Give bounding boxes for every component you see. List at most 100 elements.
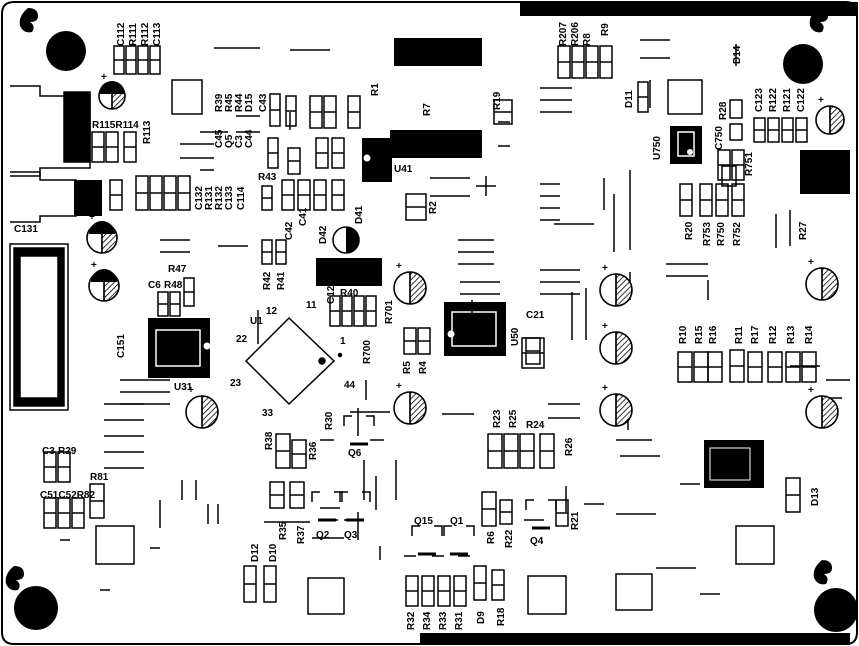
label-c43: C43 — [258, 93, 269, 112]
capacitor-plus: + — [396, 381, 402, 392]
label-r11: R11 — [734, 326, 745, 344]
label-p11: 11 — [306, 300, 317, 311]
label-r38: R38 — [264, 431, 275, 450]
label-r13: R13 — [786, 325, 797, 344]
label-r4: R4 — [418, 361, 429, 374]
label-r113: R113 — [142, 120, 153, 144]
mounting-holes — [14, 31, 858, 632]
capacitor-plus: + — [188, 385, 194, 396]
label-r16: R16 — [708, 325, 719, 344]
label-u1: U1 — [250, 316, 263, 327]
capacitor-plus: + — [602, 263, 608, 274]
label-r31: R31 — [454, 611, 465, 630]
capacitor-plus: + — [818, 95, 824, 106]
label-r7: R7 — [422, 103, 433, 116]
capacitor-plus: + — [808, 385, 814, 396]
label-r751: R751 — [744, 152, 755, 176]
pad-square — [527, 575, 567, 615]
label-r44: R44 — [234, 93, 245, 112]
qfp-ic-u1 — [244, 316, 343, 406]
label-r27: R27 — [798, 221, 809, 240]
capacitor-plus: + — [808, 257, 814, 268]
resistor-body — [729, 99, 743, 119]
label-q4: Q4 — [530, 536, 544, 547]
transistor-outline — [525, 499, 557, 510]
electrolytic-capacitor: + — [599, 383, 633, 427]
transistor-outline — [311, 491, 343, 502]
label-r115r114: R115R114 — [92, 120, 139, 131]
pad-square — [171, 79, 203, 115]
pad-squares — [95, 79, 775, 615]
label-r23: R23 — [492, 409, 503, 428]
label-r20: R20 — [684, 221, 695, 240]
label-c113: C113 — [152, 22, 163, 46]
label-c21: C21 — [526, 310, 545, 321]
label-d15: D15 — [244, 93, 255, 112]
label-c3: C3 — [42, 446, 55, 457]
electrolytic-capacitor: + — [805, 385, 839, 429]
label-r6: R6 — [486, 531, 497, 544]
label-c151: C151 — [116, 334, 127, 358]
label-r14: R14 — [804, 325, 815, 344]
label-r34: R34 — [422, 611, 433, 630]
label-r40: R40 — [340, 288, 359, 299]
capacitor-dark-top — [91, 269, 117, 282]
transistor-outline — [411, 525, 443, 536]
label-c112: C112 — [116, 22, 127, 46]
label-c6: C6 — [148, 280, 161, 291]
label-c45: C45 — [214, 129, 225, 148]
pad-square — [95, 525, 135, 565]
capacitor-plus: + — [101, 72, 107, 83]
label-d14: D14 — [732, 45, 743, 64]
label-c114: C114 — [236, 186, 247, 210]
label-r131: R131 — [204, 186, 215, 210]
label-q5: Q5 — [224, 134, 235, 148]
label-r8: R8 — [582, 33, 593, 46]
left-connectors — [9, 85, 91, 411]
electrolytic-capacitor: + — [815, 95, 845, 135]
label-r700: R700 — [362, 340, 373, 364]
label-r42: R42 — [262, 271, 273, 290]
label-u50: U50 — [510, 327, 521, 346]
capacitor-plus: + — [602, 321, 608, 332]
label-r9: R9 — [600, 23, 611, 36]
transistor-outline — [343, 415, 375, 426]
label-r29: R29 — [58, 446, 77, 457]
capacitor-plus: + — [602, 383, 608, 394]
resistor-body — [729, 123, 743, 141]
label-r35: R35 — [278, 521, 289, 540]
label-c3b: C3 — [234, 135, 245, 148]
passive-parts — [43, 45, 817, 607]
label-r112: R112 — [140, 22, 151, 46]
label-r26: R26 — [564, 437, 575, 456]
fiducial-marks — [5, 8, 832, 591]
electrolytic-capacitor: + — [393, 381, 427, 425]
label-c750: C750 — [714, 126, 725, 150]
label-r81: R81 — [90, 472, 109, 483]
diode-d41-band — [346, 227, 359, 253]
silkscreen-lines — [60, 39, 850, 595]
ic-inner-details — [155, 131, 751, 481]
label-r701: R701 — [384, 300, 395, 324]
label-r43: R43 — [258, 172, 277, 183]
label-q3: Q3 — [344, 530, 358, 541]
label-r206: R206 — [570, 22, 581, 46]
label-r36: R36 — [308, 441, 319, 460]
label-c133: C133 — [224, 186, 235, 210]
pad-square — [735, 525, 775, 565]
label-r207: R207 — [558, 22, 569, 46]
pad-square — [307, 577, 345, 615]
label-r132: R132 — [214, 186, 225, 210]
label-r12: R12 — [768, 325, 779, 344]
label-r5: R5 — [402, 361, 413, 374]
label-c42: C42 — [284, 221, 295, 240]
label-r47: R47 — [168, 264, 187, 275]
label-p44: 44 — [344, 380, 356, 391]
capacitor-dark-top — [99, 81, 125, 94]
label-r22: R22 — [504, 529, 515, 548]
label-r24: R24 — [526, 420, 545, 431]
label-r17: R17 — [750, 325, 761, 344]
label-r121: R121 — [782, 88, 793, 112]
label-u750: U750 — [652, 136, 663, 160]
